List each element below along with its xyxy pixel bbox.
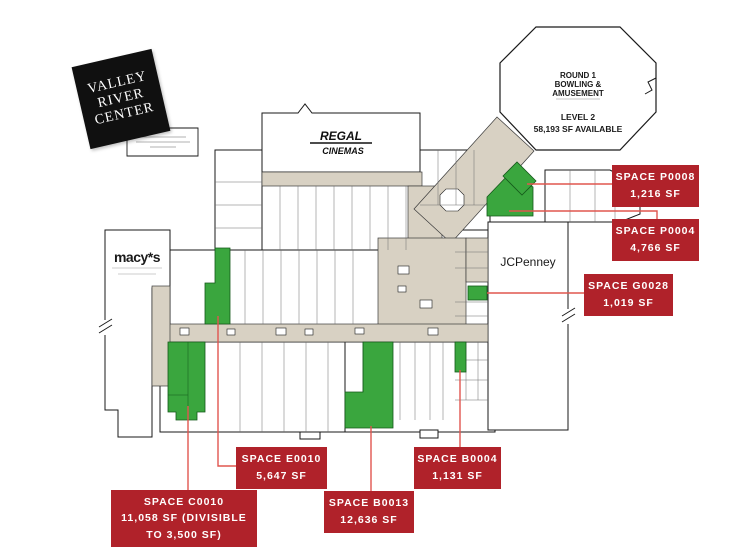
callout-space-name: SPACE E0010: [241, 453, 322, 465]
svg-text:CINEMAS: CINEMAS: [322, 146, 364, 156]
callout-space-name: SPACE P0008: [615, 171, 696, 183]
space-c0010[interactable]: [167, 341, 206, 421]
callout-space-b0004[interactable]: SPACE B0004 1,131 SF: [414, 447, 501, 489]
tenant-dividers: [112, 98, 616, 432]
available-spaces: [167, 161, 537, 429]
callout-space-size: 4,766 SF: [630, 241, 681, 254]
callout-space-size: 11,058 SF (DIVISIBLE TO 3,500 SF): [121, 512, 247, 541]
round1-building: [499, 26, 657, 151]
callout-space-name: SPACE G0028: [588, 280, 669, 292]
svg-text:LEVEL 2: LEVEL 2: [561, 112, 596, 122]
callout-space-size: 1,131 SF: [432, 469, 483, 482]
callout-space-name: SPACE C0010: [143, 496, 225, 508]
svg-text:REGAL: REGAL: [320, 129, 362, 143]
callout-space-p0008[interactable]: SPACE P0008 1,216 SF: [612, 165, 699, 207]
callout-space-c0010[interactable]: SPACE C0010 11,058 SF (DIVISIBLE TO 3,50…: [111, 490, 257, 547]
jcpenney-label: JCPenney: [500, 255, 555, 269]
callout-space-e0010[interactable]: SPACE E0010 5,647 SF: [236, 447, 327, 489]
regal-logo: REGAL CINEMAS: [310, 129, 372, 156]
callout-space-p0004[interactable]: SPACE P0004 4,766 SF: [612, 219, 699, 261]
space-g0028[interactable]: [467, 285, 488, 301]
callout-space-size: 5,647 SF: [256, 469, 307, 482]
svg-text:58,193 SF AVAILABLE: 58,193 SF AVAILABLE: [534, 124, 623, 134]
jcpenney-building: [487, 221, 569, 431]
callout-space-b0013[interactable]: SPACE B0013 12,636 SF: [324, 491, 414, 533]
callout-space-size: 12,636 SF: [340, 513, 398, 526]
svg-text:AMUSEMENT: AMUSEMENT: [552, 89, 604, 98]
space-e0010[interactable]: [204, 247, 231, 325]
macys-label: macy*s: [114, 249, 161, 265]
callout-space-size: 1,216 SF: [630, 187, 681, 200]
svg-text:ROUND 1: ROUND 1: [560, 71, 597, 80]
callout-space-size: 1,019 SF: [603, 296, 654, 309]
svg-text:BOWLING &: BOWLING &: [555, 80, 602, 89]
round1-labels: ROUND 1 BOWLING & AMUSEMENT LEVEL 2 58,1…: [534, 71, 623, 134]
callout-leader-lines: [187, 183, 658, 491]
callout-space-g0028[interactable]: SPACE G0028 1,019 SF: [584, 274, 673, 316]
callout-space-name: SPACE B0013: [328, 497, 410, 509]
macys-building: [104, 229, 171, 438]
space-p0008[interactable]: [502, 161, 537, 196]
callout-space-name: SPACE B0004: [417, 453, 498, 465]
break-symbols: [98, 307, 576, 335]
corridor-kiosks: [179, 188, 465, 336]
space-b0004[interactable]: [454, 341, 467, 373]
callout-space-name: SPACE P0004: [615, 225, 696, 237]
